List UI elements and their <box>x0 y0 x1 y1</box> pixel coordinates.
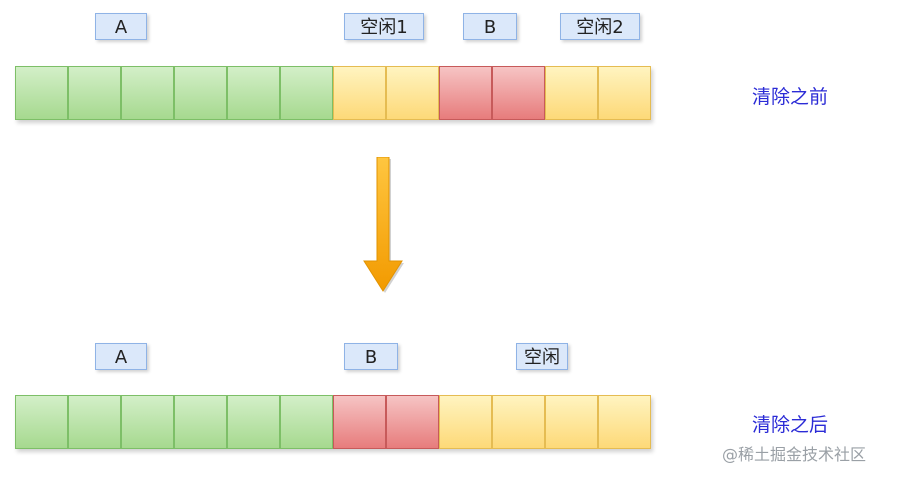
free-cell <box>492 395 545 449</box>
block-a-cell <box>15 395 68 449</box>
block-a-cell <box>15 66 68 120</box>
free-cell <box>439 395 492 449</box>
block-a-cell <box>280 395 333 449</box>
block-a-cell <box>68 395 121 449</box>
block-b-cell <box>439 66 492 120</box>
caption-after: 清除之后 <box>752 414 829 436</box>
block-a-cell <box>227 66 280 120</box>
block-a-cell <box>68 66 121 120</box>
caption-before: 清除之前 <box>752 86 829 108</box>
before-label-free1: 空闲1 <box>344 13 424 40</box>
block-a-cell <box>174 66 227 120</box>
before-label-b: B <box>463 13 517 40</box>
free-cell <box>386 66 439 120</box>
memory-bar-after <box>15 395 651 449</box>
before-label-free2: 空闲2 <box>560 13 640 40</box>
block-b-cell <box>386 395 439 449</box>
after-label-b: B <box>344 343 398 370</box>
free-cell <box>598 66 651 120</box>
block-a-cell <box>174 395 227 449</box>
block-a-cell <box>280 66 333 120</box>
free-cell <box>545 66 598 120</box>
block-a-cell <box>121 66 174 120</box>
before-label-a: A <box>95 13 147 40</box>
free-cell <box>545 395 598 449</box>
block-b-cell <box>492 66 545 120</box>
watermark: @稀土掘金技术社区 <box>722 445 867 464</box>
after-label-a: A <box>95 343 147 370</box>
block-b-cell <box>333 395 386 449</box>
free-cell <box>598 395 651 449</box>
block-a-cell <box>121 395 174 449</box>
memory-bar-before <box>15 66 651 120</box>
block-a-cell <box>227 395 280 449</box>
down-arrow-icon <box>363 157 404 293</box>
after-label-free: 空闲 <box>516 343 568 370</box>
free-cell <box>333 66 386 120</box>
